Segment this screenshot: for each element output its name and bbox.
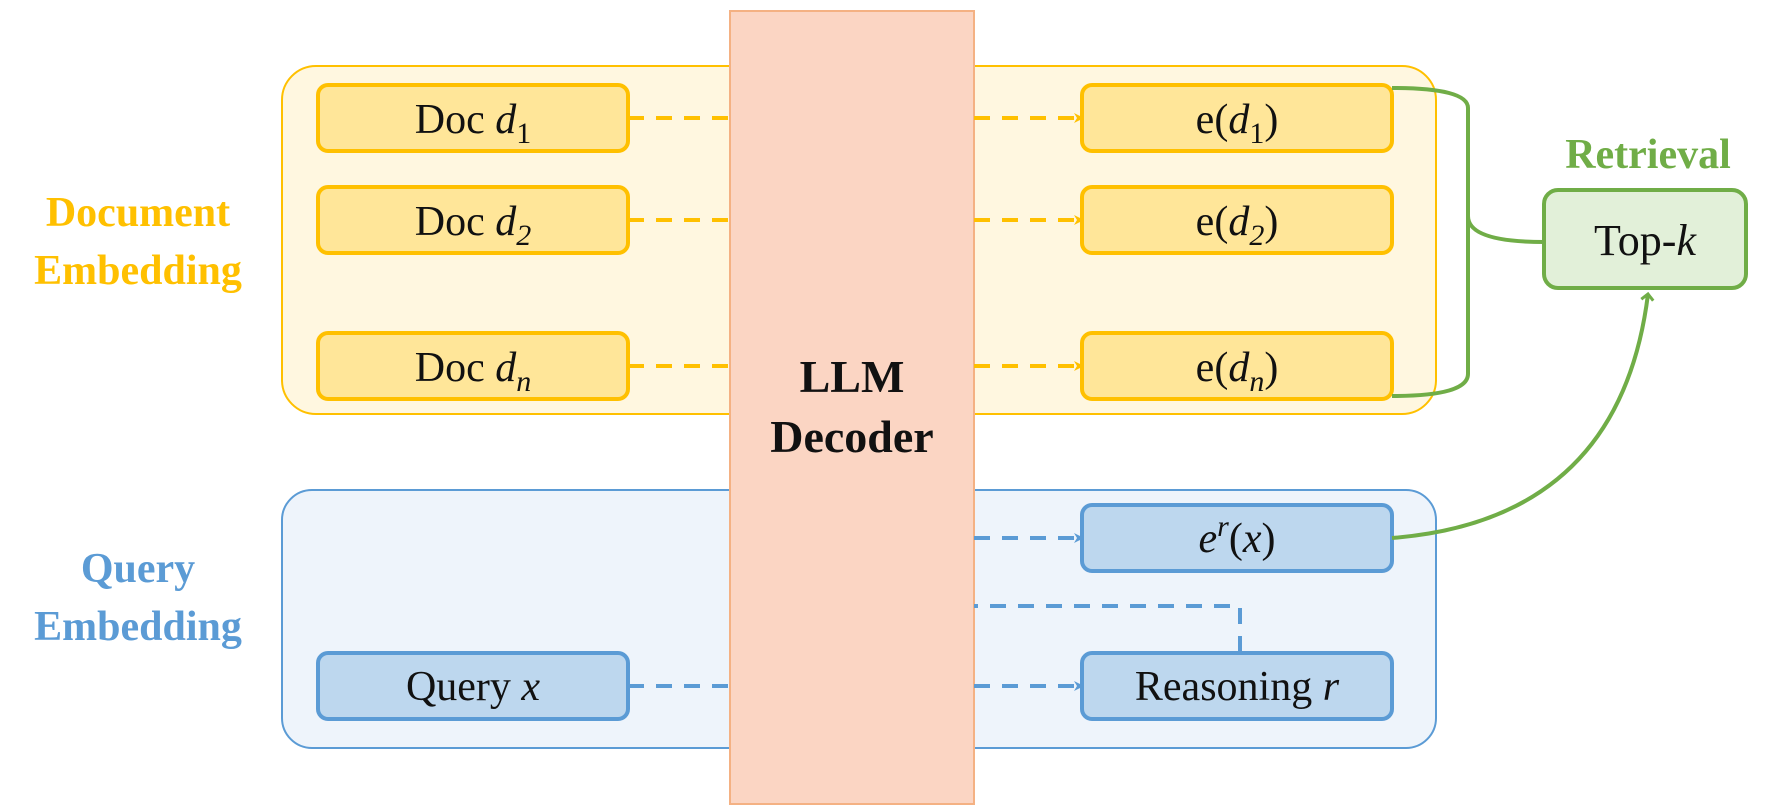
query-to-topk-arrow <box>1391 294 1648 540</box>
document-group-label-line1: Document <box>46 190 230 236</box>
svg-text:Doc dn: Doc dn <box>415 345 531 398</box>
svg-text:e(dn): e(dn) <box>1196 345 1279 398</box>
reasoning-feedback-line <box>974 604 1242 652</box>
qemb-open: ( <box>1229 516 1243 562</box>
doc-embedding-box-1: e(d1) <box>1080 83 1394 153</box>
qemb-base: e <box>1199 516 1218 562</box>
svg-text:Top-k: Top-k <box>1594 216 1697 265</box>
emb2-var: d <box>1228 199 1250 245</box>
reasoning-prefix: Reasoning <box>1135 664 1323 710</box>
doc-embedding-box-2: e(d2) <box>1080 185 1394 255</box>
svg-text:Reasoning r: Reasoning r <box>1135 664 1340 710</box>
svg-text:Doc d1: Doc d1 <box>415 97 531 150</box>
embn-suffix: ) <box>1264 345 1278 391</box>
query-prefix: Query <box>406 664 521 710</box>
query-var: x <box>520 664 540 710</box>
doc1-prefix: Doc <box>415 97 495 143</box>
svg-text:Query x: Query x <box>406 664 540 710</box>
doc2-prefix: Doc <box>415 199 495 245</box>
topk-var: k <box>1676 216 1697 265</box>
doc2-sub: 2 <box>516 219 531 252</box>
doc-box-1: Doc d1 <box>316 83 630 153</box>
emb2-prefix: e( <box>1196 199 1229 245</box>
emb1-var: d <box>1228 97 1250 143</box>
doc1-var: d <box>495 97 517 143</box>
embedding-brace <box>1391 86 1545 398</box>
qemb-arg: x <box>1242 516 1262 562</box>
svg-text:Doc d2: Doc d2 <box>415 199 531 252</box>
qemb-close: ) <box>1262 516 1276 562</box>
embn-var: d <box>1228 345 1250 391</box>
llm-decoder-block <box>729 10 975 805</box>
doc-box-2: Doc d2 <box>316 185 630 255</box>
decoder-label-line2: Decoder <box>770 411 933 462</box>
docn-prefix: Doc <box>415 345 495 391</box>
query-group-label-line1: Query <box>81 546 195 592</box>
decoder-label-line1: LLM <box>800 351 905 402</box>
retrieval-label: Retrieval <box>1565 132 1731 178</box>
topk-prefix: Top- <box>1594 216 1676 265</box>
docn-sub: n <box>516 365 531 398</box>
svg-text:er(x): er(x) <box>1199 510 1276 562</box>
embn-prefix: e( <box>1196 345 1229 391</box>
doc-embedding-box-n: e(dn) <box>1080 331 1394 401</box>
query-group-label-line2: Embedding <box>34 604 242 650</box>
docn-var: d <box>495 345 517 391</box>
doc-box-n: Doc dn <box>316 331 630 401</box>
doc1-sub: 1 <box>516 117 531 150</box>
query-embedding-box: er(x) <box>1080 503 1394 573</box>
reasoning-var: r <box>1323 664 1340 710</box>
reasoning-box: Reasoning r <box>1080 651 1394 721</box>
svg-text:e(d2): e(d2) <box>1196 199 1279 252</box>
emb1-sub: 1 <box>1249 117 1264 150</box>
document-group-label-line2: Embedding <box>34 248 242 294</box>
top-k-box: Top-k <box>1542 188 1748 290</box>
doc2-var: d <box>495 199 517 245</box>
emb2-suffix: ) <box>1264 199 1278 245</box>
query-box: Query x <box>316 651 630 721</box>
qemb-sup: r <box>1217 510 1229 543</box>
svg-text:e(d1): e(d1) <box>1196 97 1279 150</box>
emb1-prefix: e( <box>1196 97 1229 143</box>
embn-sub: n <box>1249 365 1264 398</box>
emb2-sub: 2 <box>1249 219 1264 252</box>
emb1-suffix: ) <box>1264 97 1278 143</box>
